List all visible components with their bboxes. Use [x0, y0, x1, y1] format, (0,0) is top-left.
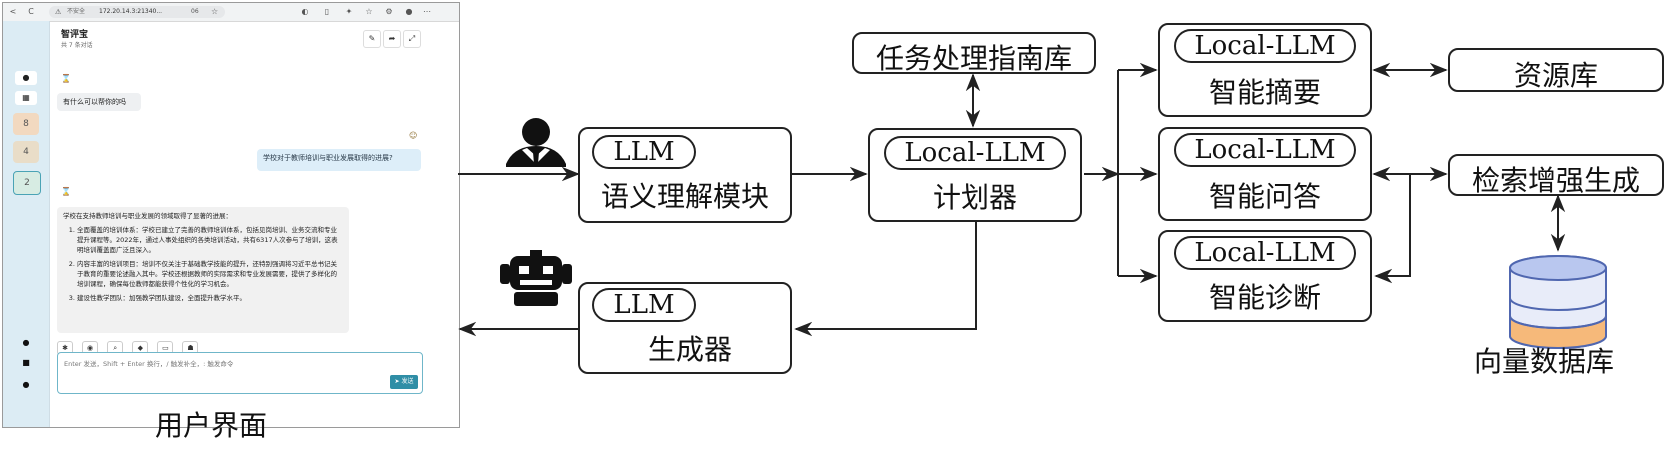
- chat-input[interactable]: Enter 发送，Shift + Enter 换行，/ 触发补全，: 触发命令 …: [57, 352, 423, 394]
- smart-qa-module: Local-LLM 智能问答: [1158, 127, 1372, 221]
- smart-diagnosis-label: 智能诊断: [1208, 281, 1321, 314]
- assistant-greeting: 有什么可以帮你的吗: [57, 93, 141, 111]
- answer-item: 内容丰富的培训项目：培训不仅关注于基础教学技能的提升，还特别强调将习近平总书记关…: [77, 259, 343, 289]
- smart-summary-label: 智能摘要: [1208, 76, 1321, 109]
- retrieval-augmented-generation: 检索增强生成: [1448, 154, 1664, 197]
- bookmark-star-icon[interactable]: ☆: [211, 7, 219, 16]
- split-view-icon[interactable]: ▯: [324, 7, 330, 16]
- send-button[interactable]: ➤ 发送: [390, 375, 418, 389]
- warning-icon: ⚠: [55, 8, 62, 16]
- not-secure-label: 不安全: [67, 8, 86, 15]
- llm-tag: LLM: [592, 288, 696, 322]
- extension-icon[interactable]: ◐: [301, 7, 309, 16]
- favorites-icon[interactable]: ☆: [365, 7, 373, 16]
- planner-module: Local-LLM 计划器: [868, 128, 1082, 222]
- vector-db-icon: [1509, 255, 1607, 349]
- avatar-thumb-2[interactable]: 4: [13, 141, 39, 163]
- send-label: 发送: [401, 378, 414, 385]
- generator-module: LLM 生成器: [578, 282, 792, 374]
- share-icon[interactable]: ➦: [383, 30, 401, 48]
- user-question: 学校对于教师培训与职业发展取得的进展?: [257, 149, 421, 171]
- shield-icon[interactable]: ●: [15, 71, 37, 85]
- semantic-understanding-module: LLM 语义理解模块: [578, 127, 792, 223]
- edit-icon[interactable]: ✎: [363, 30, 381, 48]
- generator-label: 生成器: [647, 333, 732, 366]
- vector-db-label: 向量数据库: [1474, 345, 1615, 378]
- smart-summary-module: Local-LLM 智能摘要: [1158, 23, 1372, 117]
- user-interface-screenshot: < C ⚠ 不安全 172.20.14.3:21340... 06 ☆ ◐ ▯ …: [2, 2, 460, 428]
- profile-icon[interactable]: ●: [405, 7, 413, 16]
- task-guide-library-label: 任务处理指南库: [875, 42, 1072, 75]
- chat-subtitle: 共 7 条对话: [61, 42, 93, 49]
- llm-tag: LLM: [592, 135, 696, 169]
- local-llm-tag: Local-LLM: [884, 136, 1066, 170]
- avatar-thumb-1[interactable]: 8: [13, 113, 39, 135]
- smart-diagnosis-module: Local-LLM 智能诊断: [1158, 230, 1372, 322]
- resource-library-label: 资源库: [1513, 59, 1598, 92]
- user-dot-icon[interactable]: ●: [22, 380, 30, 389]
- chat-title: 智评宝: [61, 30, 89, 40]
- back-button[interactable]: <: [9, 7, 17, 16]
- planner-label: 计划器: [932, 181, 1017, 214]
- more-menu-icon[interactable]: ⋯: [423, 7, 431, 16]
- robot-icon: [500, 250, 572, 306]
- address-bar[interactable]: ⚠ 不安全 172.20.14.3:21340... 06 ☆: [49, 6, 225, 18]
- answer-item: 建设性教学团队：加强教学团队建设，全面提升教学水平。: [77, 293, 343, 303]
- reload-button[interactable]: C: [28, 7, 34, 16]
- collections-icon[interactable]: ⚙: [385, 7, 393, 16]
- chat-header: 智评宝 共 7 条对话 ✎ ➦ ⤢: [49, 21, 459, 55]
- local-llm-tag: Local-LLM: [1174, 236, 1356, 270]
- resource-library: 资源库: [1448, 48, 1664, 92]
- github-icon[interactable]: ■: [22, 358, 30, 367]
- sidebar: ● ▦ 8 4 2 ● ■ ●: [3, 21, 50, 427]
- fullscreen-icon[interactable]: ⤢: [403, 30, 421, 48]
- zoom-indicator: 06: [191, 8, 199, 15]
- chat-input-placeholder: Enter 发送，Shift + Enter 换行，/ 触发补全，: 触发命令: [64, 360, 234, 368]
- answer-intro: 学校在支持教师培训与职业发展的领域取得了显著的进展：: [63, 212, 232, 220]
- semantic-understanding-label: 语义理解模块: [600, 180, 769, 213]
- answer-item: 全面覆盖的培训体系：学校已建立了完善的教师培训体系，包括见岗培训、业务交流和专业…: [77, 225, 343, 255]
- browser-toolbar: < C ⚠ 不安全 172.20.14.3:21340... 06 ☆ ◐ ▯ …: [3, 3, 459, 22]
- ui-caption: 用户界面: [155, 409, 268, 442]
- extensions-puzzle-icon[interactable]: ✦: [345, 7, 353, 16]
- chat-list-icon[interactable]: ▦: [15, 91, 37, 105]
- hourglass-icon: ⌛: [61, 187, 71, 196]
- local-llm-tag: Local-LLM: [1174, 133, 1356, 167]
- user-person-icon: [506, 118, 566, 167]
- user-avatar-icon: ☺: [409, 131, 418, 140]
- local-llm-tag: Local-LLM: [1174, 29, 1356, 63]
- arrow-planner-to-generator: [794, 222, 977, 337]
- rag-label: 检索增强生成: [1471, 164, 1640, 197]
- hourglass-icon: ⌛: [61, 74, 71, 83]
- settings-dot-icon[interactable]: ●: [22, 338, 30, 347]
- rag-branch: [1374, 174, 1411, 284]
- assistant-answer: 学校在支持教师培训与职业发展的领域取得了显著的进展： 全面覆盖的培训体系：学校已…: [57, 207, 349, 333]
- avatar-thumb-3[interactable]: 2: [13, 171, 41, 195]
- smart-qa-label: 智能问答: [1208, 180, 1321, 213]
- task-guide-library: 任务处理指南库: [852, 32, 1096, 75]
- url-text: 172.20.14.3:21340...: [99, 8, 163, 15]
